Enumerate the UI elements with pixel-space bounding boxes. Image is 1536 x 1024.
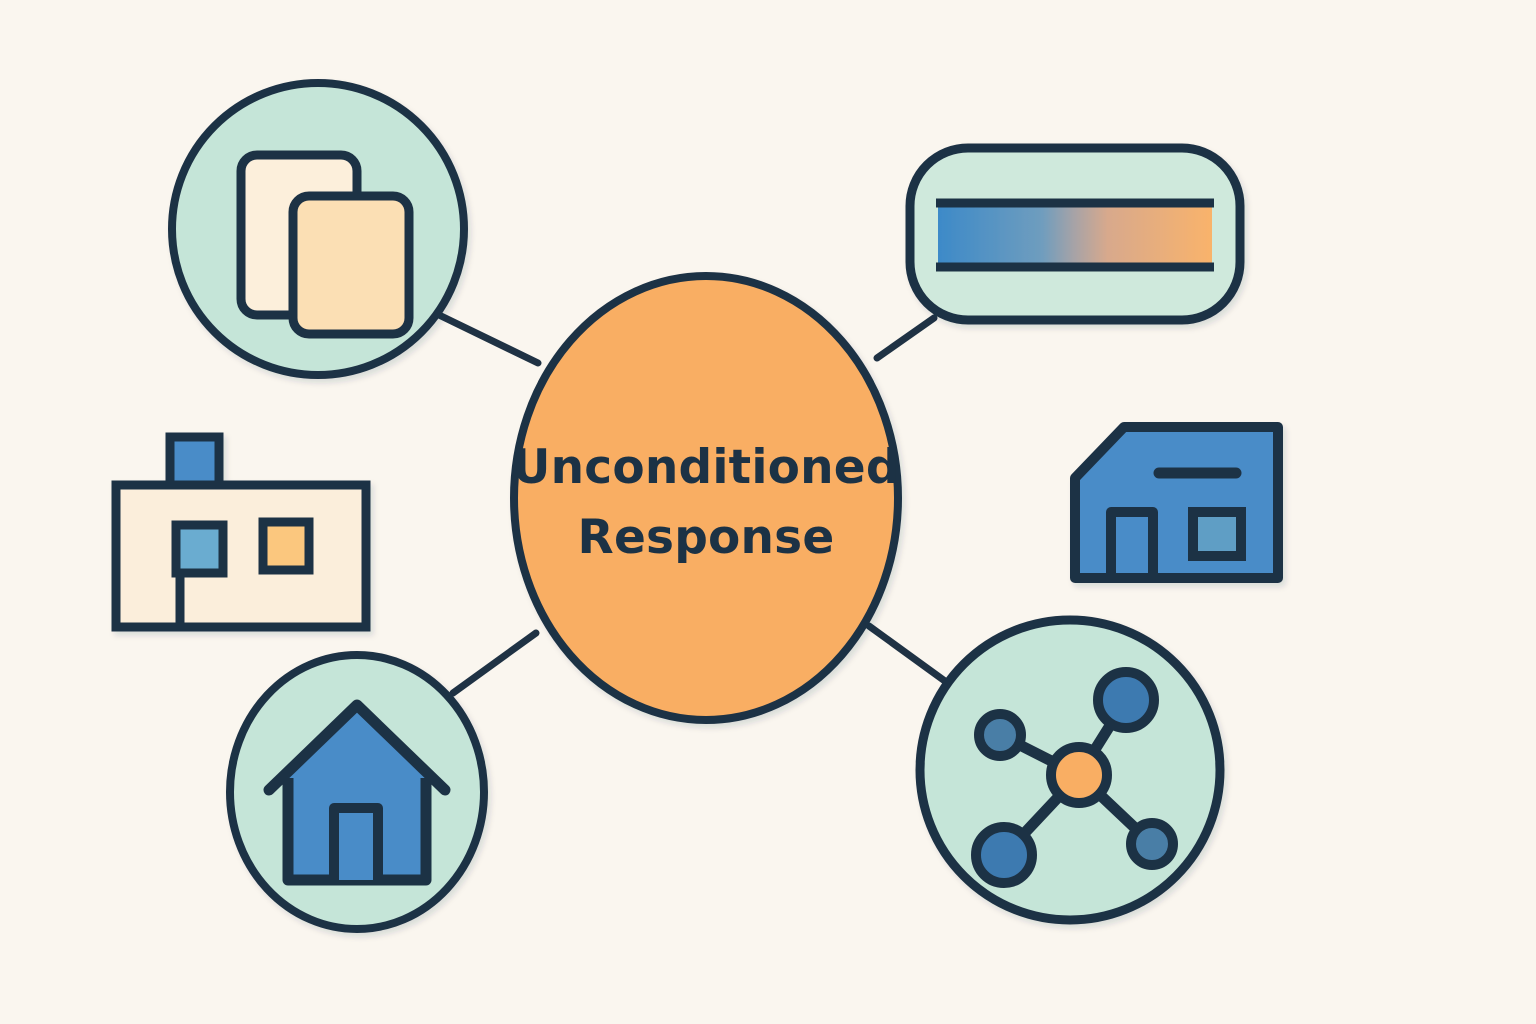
factory-main-body — [111, 480, 371, 632]
hub-label-line-1: Unconditioned — [512, 440, 899, 495]
node-house[interactable] — [226, 651, 488, 933]
house-door — [329, 803, 383, 880]
network-node-upper-right — [1093, 667, 1159, 733]
documents-stack-icon — [236, 150, 414, 339]
gradient-bar-icon — [936, 198, 1214, 272]
hub-node[interactable]: Unconditioned Response — [510, 272, 902, 724]
warehouse-door — [1106, 507, 1158, 578]
connector-hub-to-gradient-bar — [873, 314, 938, 362]
node-warehouse[interactable] — [1070, 422, 1283, 583]
factory-building-icon — [111, 432, 371, 632]
network-hub-icon — [971, 667, 1178, 888]
node-factory[interactable] — [111, 432, 371, 632]
factory-window-right — [258, 517, 314, 575]
hub-label-line-2: Response — [578, 510, 835, 565]
warehouse-body — [1070, 422, 1283, 583]
network-node-lower-right — [1126, 818, 1178, 870]
warehouse-window — [1188, 507, 1246, 561]
connector-hub-to-house — [449, 629, 540, 697]
node-gradient-bar[interactable] — [905, 143, 1245, 325]
warehouse-building-icon — [1070, 422, 1283, 583]
hub-circle[interactable] — [510, 272, 902, 724]
node-documents[interactable] — [168, 79, 468, 379]
gradient-bar-fill — [938, 200, 1212, 270]
connector-hub-to-documents — [433, 310, 542, 367]
connector-group — [433, 310, 953, 697]
network-node-lower-left — [971, 822, 1037, 888]
document-front-card — [288, 191, 414, 339]
node-network[interactable] — [915, 615, 1225, 925]
house-roof-fill — [287, 707, 427, 879]
house-roof-outline — [263, 699, 451, 796]
house-icon — [263, 699, 451, 886]
network-center-node — [1046, 742, 1112, 808]
connector-hub-to-network — [865, 622, 953, 688]
network-node-left — [974, 709, 1026, 761]
factory-window-left — [171, 520, 228, 578]
